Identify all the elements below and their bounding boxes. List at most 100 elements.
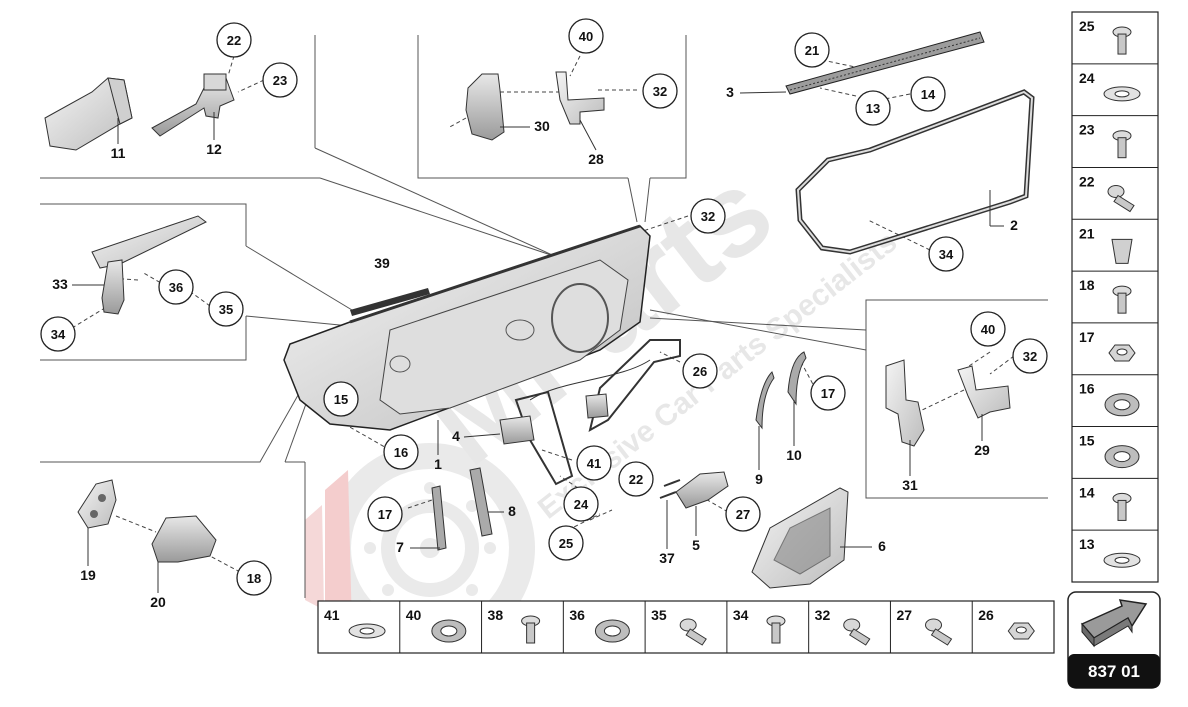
frame-lines (40, 35, 1048, 598)
part-30-hinge (465, 73, 505, 141)
hardware-number: 35 (651, 607, 667, 623)
hardware-part-icon (1007, 622, 1035, 640)
label-37[interactable]: 37 (659, 550, 675, 566)
hardware-cell-23[interactable]: 23 (1072, 115, 1158, 159)
label-4[interactable]: 4 (452, 428, 460, 444)
label-3[interactable]: 3 (726, 84, 734, 100)
part-6-door-pocket (751, 487, 849, 589)
callout-label: 21 (805, 43, 819, 58)
callout-32[interactable]: 32 (1012, 338, 1048, 374)
hardware-part-icon (594, 619, 630, 643)
hardware-cell-25[interactable]: 25 (1079, 18, 1132, 55)
hardware-cell-36[interactable]: 36 (562, 601, 630, 653)
callout-32[interactable]: 32 (642, 73, 678, 109)
arrow-icon (1080, 599, 1148, 648)
label-28[interactable]: 28 (588, 151, 604, 167)
page-code: 837 01 (1088, 662, 1140, 681)
callout-22[interactable]: 22 (618, 461, 654, 497)
callout-label: 15 (334, 392, 348, 407)
callout-label: 16 (394, 445, 408, 460)
hardware-cell-34[interactable]: 34 (726, 601, 786, 653)
hardware-number: 21 (1079, 225, 1095, 241)
label-10[interactable]: 10 (786, 447, 802, 463)
label-29[interactable]: 29 (974, 442, 990, 458)
hardware-cell-27[interactable]: 27 (889, 601, 953, 653)
hardware-cell-16[interactable]: 16 (1072, 374, 1158, 417)
label-5[interactable]: 5 (692, 537, 700, 553)
label-20[interactable]: 20 (150, 594, 166, 610)
hardware-cell-22[interactable]: 22 (1072, 166, 1158, 213)
hardware-cell-13[interactable]: 13 (1072, 529, 1158, 568)
hardware-cell-35[interactable]: 35 (644, 601, 707, 653)
hardware-cell-17[interactable]: 17 (1072, 322, 1158, 362)
hardware-cell-14[interactable]: 14 (1072, 477, 1158, 521)
label-6[interactable]: 6 (878, 538, 886, 554)
hardware-cell-15[interactable]: 15 (1072, 426, 1158, 469)
callout-13[interactable]: 13 (855, 90, 891, 126)
hardware-cell-24[interactable]: 24 (1072, 63, 1158, 102)
callout-34[interactable]: 34 (40, 316, 76, 352)
hardware-number: 24 (1079, 70, 1095, 86)
callout-17[interactable]: 17 (367, 496, 403, 532)
callout-label: 35 (219, 302, 233, 317)
part-20-door-handle (151, 515, 217, 563)
callout-35[interactable]: 35 (208, 291, 244, 327)
callout-label: 32 (653, 84, 667, 99)
page-code-box[interactable]: 837 01 (1067, 591, 1161, 689)
callout-23[interactable]: 23 (262, 62, 298, 98)
callout-label: 25 (559, 536, 573, 551)
callout-22[interactable]: 22 (216, 22, 252, 58)
hardware-cell-18[interactable]: 18 (1072, 270, 1158, 314)
hardware-cell-41[interactable]: 41 (324, 607, 386, 639)
hardware-cell-26[interactable]: 26 (971, 601, 1035, 653)
callout-26[interactable]: 26 (682, 353, 718, 389)
hardware-part-icon (679, 618, 707, 646)
label-9[interactable]: 9 (755, 471, 763, 487)
hardware-number: 41 (324, 607, 340, 623)
callout-label: 24 (574, 497, 589, 512)
label-31[interactable]: 31 (902, 477, 918, 493)
callout-40[interactable]: 40 (970, 311, 1006, 347)
callout-32[interactable]: 32 (690, 198, 726, 234)
hardware-cell-21[interactable]: 21 (1072, 218, 1158, 264)
callout-16[interactable]: 16 (383, 434, 419, 470)
callout-25[interactable]: 25 (548, 525, 584, 561)
callout-40[interactable]: 40 (568, 18, 604, 54)
hardware-number: 13 (1079, 536, 1095, 552)
label-33[interactable]: 33 (52, 276, 68, 292)
callout-24[interactable]: 24 (563, 486, 599, 522)
label-8[interactable]: 8 (508, 503, 516, 519)
label-2[interactable]: 2 (1010, 217, 1018, 233)
hardware-cell-32[interactable]: 32 (808, 601, 871, 653)
label-19[interactable]: 19 (80, 567, 96, 583)
callout-17[interactable]: 17 (810, 375, 846, 411)
hardware-part-icon (843, 618, 871, 646)
hardware-number: 27 (896, 607, 912, 623)
callout-14[interactable]: 14 (910, 76, 946, 112)
callout-label: 32 (701, 209, 715, 224)
callout-27[interactable]: 27 (725, 496, 761, 532)
callout-36[interactable]: 36 (158, 269, 194, 305)
label-11[interactable]: 11 (111, 145, 126, 161)
callout-18[interactable]: 18 (236, 560, 272, 596)
callout-label: 13 (866, 101, 880, 116)
label-39[interactable]: 39 (374, 255, 390, 271)
hardware-cell-40[interactable]: 40 (399, 601, 467, 653)
hardware-number: 26 (978, 607, 994, 623)
label-7[interactable]: 7 (396, 539, 404, 555)
part-7-guide-rail (431, 485, 447, 551)
hardware-column: 25 24 23 22 21 18 17 16 15 14 13 (1071, 11, 1159, 583)
callout-label: 34 (51, 327, 66, 342)
callout-41[interactable]: 41 (576, 445, 612, 481)
label-12[interactable]: 12 (206, 141, 222, 157)
label-1[interactable]: 1 (434, 456, 442, 472)
callout-34[interactable]: 34 (928, 236, 964, 272)
callout-15[interactable]: 15 (323, 381, 359, 417)
part-4-window-regulator (499, 339, 681, 486)
label-30[interactable]: 30 (534, 118, 550, 134)
callout-label: 18 (247, 571, 261, 586)
hardware-part-icon (1111, 238, 1133, 264)
hardware-cell-38[interactable]: 38 (481, 601, 541, 653)
callout-21[interactable]: 21 (794, 32, 830, 68)
